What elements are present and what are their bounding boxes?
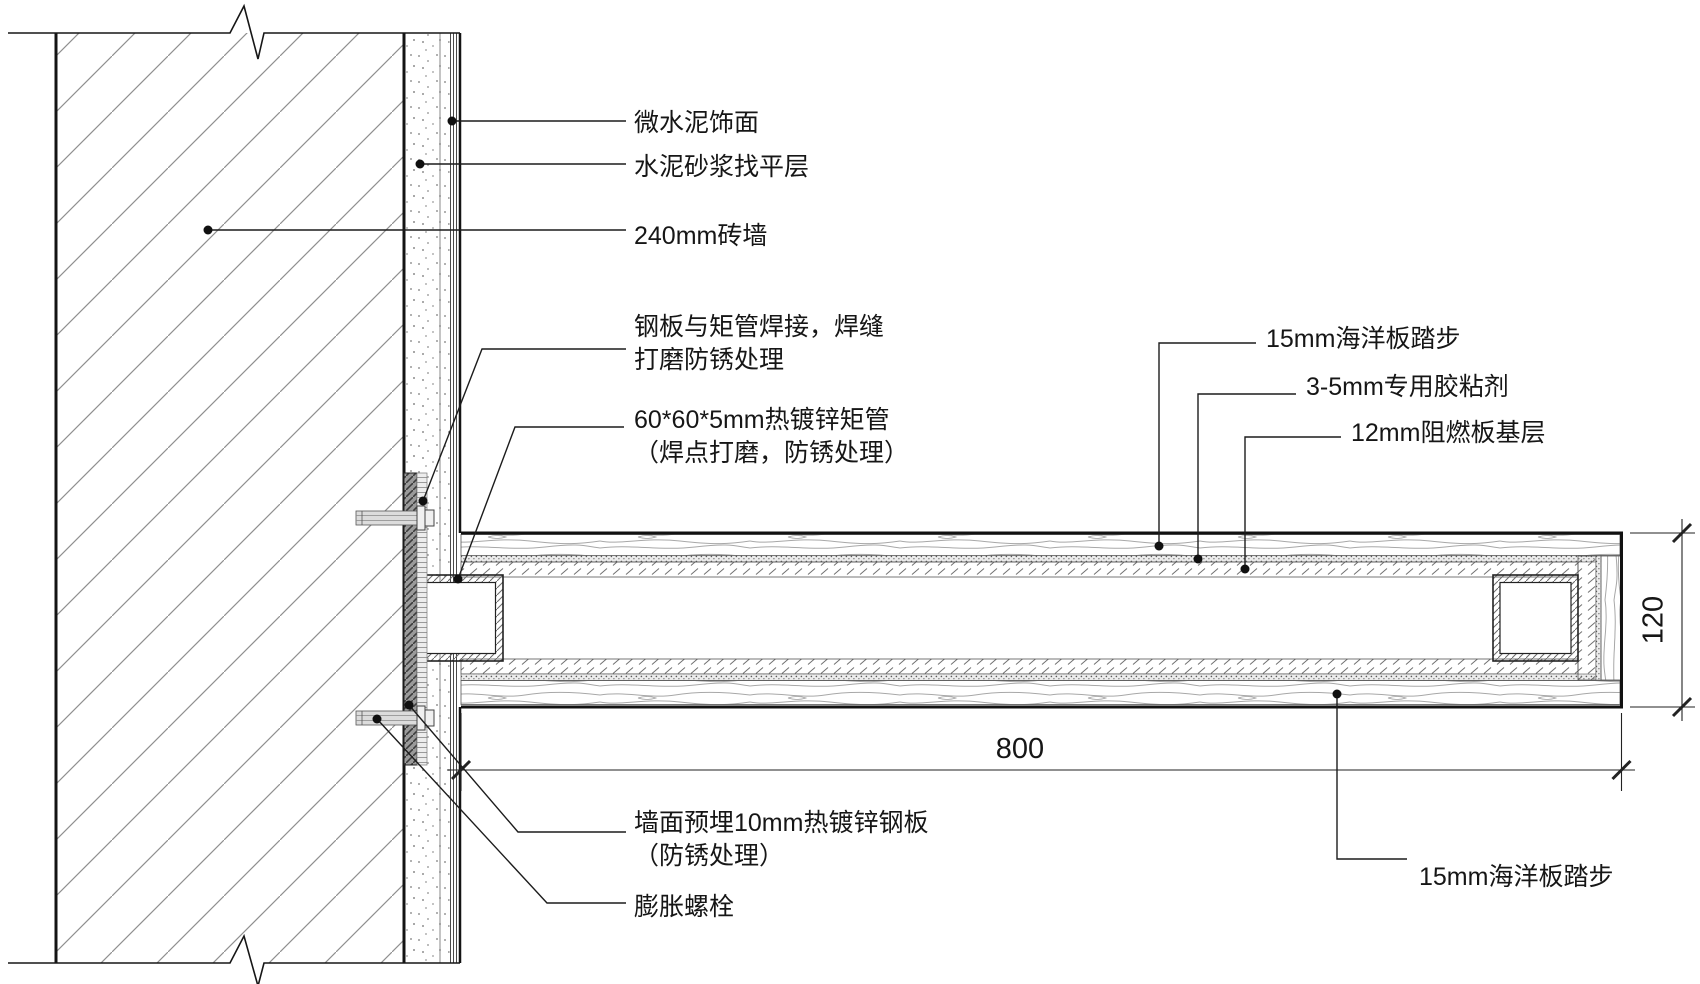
dimension-thickness-value: 120 xyxy=(1637,595,1670,645)
dimension-800 xyxy=(447,713,1635,791)
leader-lines xyxy=(208,120,1407,904)
wall-top-break-line xyxy=(8,3,460,60)
end-fire-board xyxy=(1577,555,1597,681)
embedded-steel-plate xyxy=(403,472,428,766)
callout-tube-label: 60*60*5mm热镀锌矩管 （焊点打磨，防锈处理） xyxy=(634,404,909,470)
bottom-adhesive-layer xyxy=(460,673,1602,681)
square-tube-right xyxy=(1492,574,1579,662)
dimension-120 xyxy=(1630,519,1695,721)
brick-wall-section xyxy=(54,33,406,963)
leader-marine-bottom xyxy=(1336,694,1407,860)
leader-expansion-bolt xyxy=(376,718,626,904)
leader-weld xyxy=(422,348,626,502)
wall-bottom-break-line xyxy=(8,933,460,984)
callout-expansion-bolt-label: 膨胀螺栓 xyxy=(634,893,735,921)
callout-embed-plate-label: 墙面预埋10mm热镀锌钢板 （防锈处理） xyxy=(634,807,928,873)
bottom-marine-board xyxy=(460,680,1621,705)
callout-fire-board-label: 12mm阻燃板基层 xyxy=(1351,419,1546,447)
top-fire-board xyxy=(460,561,1579,578)
dimension-span-value: 800 xyxy=(995,733,1045,765)
leader-tube xyxy=(457,426,624,580)
callout-embed-plate-line2: （防锈处理） xyxy=(634,842,785,870)
callout-weld-label: 钢板与矩管焊接，焊缝 打磨防锈处理 xyxy=(634,311,884,377)
leader-adhesive xyxy=(1197,393,1296,559)
top-marine-board xyxy=(460,534,1621,556)
dim-tick xyxy=(450,759,472,781)
callout-brick-wall-label: 240mm砖墙 xyxy=(634,222,768,250)
leader-embed-plate xyxy=(408,704,626,833)
callout-tube-line2: （焊点打磨，防锈处理） xyxy=(634,439,910,467)
step-outline xyxy=(461,531,1623,709)
callout-tube-line1: 60*60*5mm热镀锌矩管 xyxy=(634,406,890,434)
leader-dots xyxy=(203,116,1342,724)
dim-tick xyxy=(1671,522,1693,544)
callout-marine-bottom-label: 15mm海洋板踏步 xyxy=(1419,863,1614,891)
end-marine-board xyxy=(1600,555,1622,681)
callout-weld-line1: 钢板与矩管焊接，焊缝 xyxy=(634,313,885,341)
leader-marine-top xyxy=(1158,342,1256,546)
top-adhesive-layer xyxy=(460,555,1602,563)
step-assembly xyxy=(460,531,1623,709)
callout-micro-cement-label: 微水泥饰面 xyxy=(634,109,760,137)
square-tube-left xyxy=(416,574,504,662)
callout-adhesive-label: 3-5mm专用胶粘剂 xyxy=(1306,373,1509,401)
dim-tick xyxy=(1671,696,1693,718)
callout-weld-line2: 打磨防锈处理 xyxy=(634,346,785,374)
expansion-bolt-top xyxy=(355,505,435,531)
bottom-fire-board xyxy=(460,658,1579,675)
leader-fire-board xyxy=(1244,436,1341,569)
callout-embed-plate-line1: 墙面预埋10mm热镀锌钢板 xyxy=(634,809,929,837)
callout-marine-top-label: 15mm海洋板踏步 xyxy=(1266,325,1461,353)
micro-cement-finish-layer xyxy=(450,33,462,963)
callout-mortar-label: 水泥砂浆找平层 xyxy=(634,153,810,181)
dim-tick xyxy=(1611,759,1632,781)
end-adhesive-layer xyxy=(1595,555,1602,681)
